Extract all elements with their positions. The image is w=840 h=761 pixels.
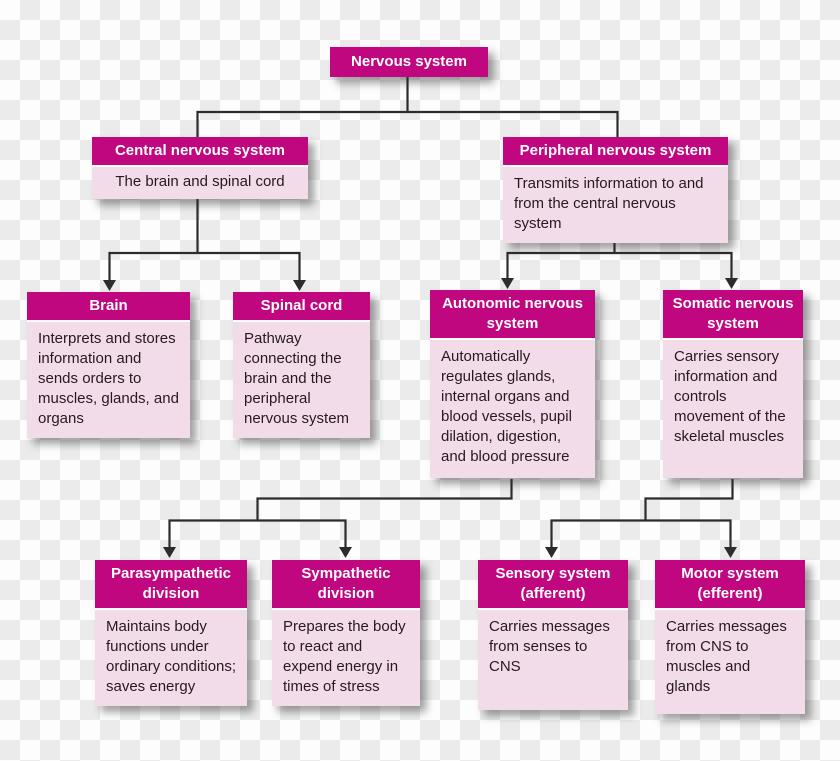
arrowhead-parasympathetic	[163, 547, 176, 558]
connector-pns-to-children	[506, 251, 733, 279]
node-somatic-nervous-system: Somatic nervous system Carries sensory i…	[663, 290, 803, 478]
node-sensory-system-title: Sensory system (afferent)	[478, 560, 628, 610]
node-motor-system: Motor system (efferent) Carries messages…	[655, 560, 805, 714]
node-autonomic-nervous-system-title: Autonomic nervous system	[430, 290, 595, 340]
node-autonomic-nervous-system: Autonomic nervous system Automatically r…	[430, 290, 595, 478]
connector-autonomic-to-children	[168, 519, 347, 548]
node-spinal-cord-title: Spinal cord	[233, 292, 370, 322]
arrowhead-sympathetic	[339, 547, 352, 558]
node-nervous-system-title: Nervous system	[330, 47, 488, 77]
node-peripheral-nervous-system-body: Transmits information to and from the ce…	[503, 166, 728, 244]
node-peripheral-nervous-system: Peripheral nervous system Transmits info…	[503, 137, 728, 244]
connector-somatic-feed	[644, 479, 734, 521]
arrowhead-sensory	[545, 547, 558, 558]
node-central-nervous-system: Central nervous system The brain and spi…	[92, 137, 308, 199]
node-motor-system-body: Carries messages from CNS to muscles and…	[655, 609, 805, 714]
node-motor-system-title: Motor system (efferent)	[655, 560, 805, 610]
arrowhead-brain	[103, 280, 116, 291]
node-peripheral-nervous-system-title: Peripheral nervous system	[503, 137, 728, 167]
node-autonomic-nervous-system-body: Automatically regulates glands, internal…	[430, 339, 595, 478]
node-central-nervous-system-title: Central nervous system	[92, 137, 308, 167]
node-nervous-system: Nervous system	[330, 47, 488, 77]
node-sympathetic-division-body: Prepares the body to react and expend en…	[272, 609, 420, 706]
connector-root-to-level2	[196, 110, 619, 138]
connector-somatic-to-children	[550, 519, 732, 548]
node-spinal-cord: Spinal cord Pathway connecting the brain…	[233, 292, 370, 439]
arrowhead-spinal	[293, 280, 306, 291]
arrowhead-motor	[724, 547, 737, 558]
node-brain-title: Brain	[27, 292, 190, 322]
node-parasympathetic-division-title: Parasympathetic division	[95, 560, 247, 610]
node-sensory-system-body: Carries messages from senses to CNS	[478, 609, 628, 710]
node-spinal-cord-body: Pathway connecting the brain and the per…	[233, 321, 370, 439]
node-parasympathetic-division: Parasympathetic division Maintains body …	[95, 560, 247, 706]
node-brain: Brain Interprets and stores information …	[27, 292, 190, 439]
connector-autonomic-feed	[256, 479, 513, 521]
node-brain-body: Interprets and stores information and se…	[27, 321, 190, 439]
node-parasympathetic-division-body: Maintains body functions under ordinary …	[95, 609, 247, 706]
node-sympathetic-division: Sympathetic division Prepares the body t…	[272, 560, 420, 706]
node-somatic-nervous-system-body: Carries sensory information and controls…	[663, 339, 803, 478]
node-sympathetic-division-title: Sympathetic division	[272, 560, 420, 610]
arrowhead-somatic	[725, 278, 738, 289]
arrowhead-autonomic	[501, 278, 514, 289]
node-central-nervous-system-body: The brain and spinal cord	[92, 166, 308, 199]
node-sensory-system: Sensory system (afferent) Carries messag…	[478, 560, 628, 710]
node-somatic-nervous-system-title: Somatic nervous system	[663, 290, 803, 340]
connector-cns-to-children	[108, 251, 301, 281]
